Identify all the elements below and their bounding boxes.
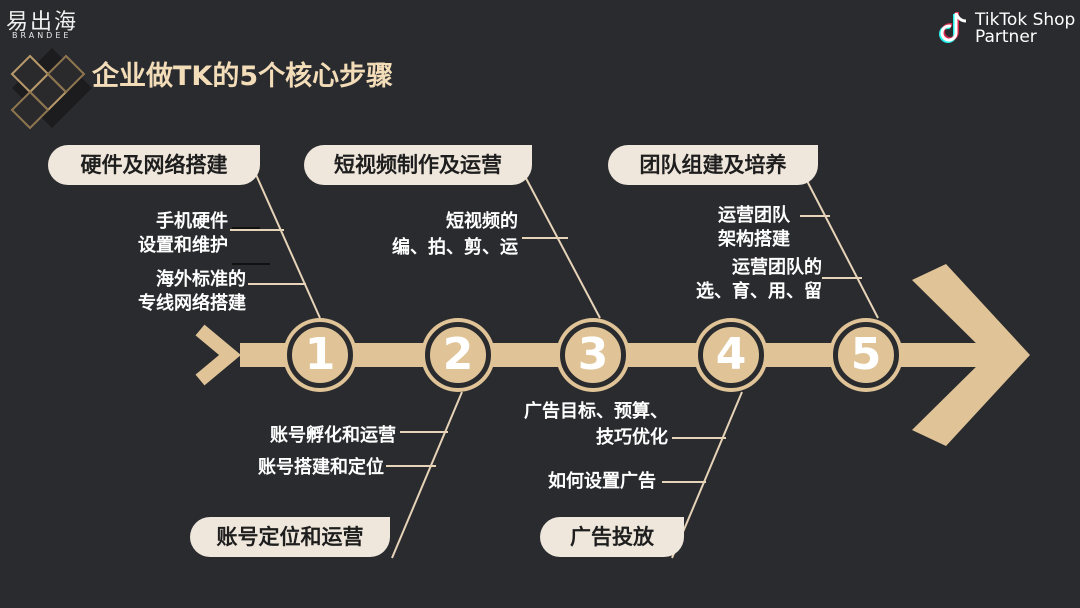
step-2-number: 2 (425, 322, 491, 388)
spine-arrowhead (912, 264, 1030, 446)
step-3-number: 3 (560, 322, 626, 388)
step-5-item: 架构搭建 (718, 229, 790, 250)
step-2-header: 账号定位和运营 (190, 517, 390, 557)
step-3-item: 短视频的 (446, 211, 518, 232)
step-4-item: 技巧优化 (596, 427, 668, 448)
partner-line1: TikTok Shop (975, 10, 1076, 30)
brand-logo-en: BRANDEE (12, 31, 72, 40)
step-5-item: 运营团队 (718, 205, 790, 226)
step-1-item: 设置和维护 (138, 235, 228, 256)
brand-diamond-icon (10, 48, 92, 130)
page-title: 企业做TK的5个核心步骤 (92, 61, 394, 92)
step-4-item: 如何设置广告 (548, 471, 656, 492)
step-5-item: 选、育、用、留 (696, 281, 822, 302)
branch-line-2 (391, 391, 463, 559)
partner-line2: Partner (975, 27, 1037, 47)
branch-line-1 (244, 149, 321, 319)
spine-tail-chevron (195, 324, 241, 386)
step-2-item: 账号孵化和运营 (270, 425, 396, 446)
tiktok-note-icon (939, 12, 967, 43)
step-3-item: 编、拍、剪、运 (392, 237, 518, 258)
step-1-item: 海外标准的 (156, 269, 246, 290)
step-1-item: 专线网络搭建 (138, 293, 246, 314)
step-1-item: 手机硬件 (156, 211, 228, 232)
step-3-header: 短视频制作及运营 (304, 145, 532, 185)
step-4-item: 广告目标、预算、 (524, 401, 668, 422)
step-2-item: 账号搭建和定位 (258, 457, 384, 478)
step-4-number: 4 (698, 322, 764, 388)
step-1-number: 1 (287, 322, 353, 388)
step-5-number: 5 (833, 322, 899, 388)
step-5-header: 团队组建及培养 (608, 145, 818, 185)
step-1-header: 硬件及网络搭建 (48, 145, 260, 185)
step-5-item: 运营团队的 (732, 257, 822, 278)
brand-logo-cn: 易出海 (6, 10, 79, 35)
step-4-header: 广告投放 (540, 517, 684, 557)
